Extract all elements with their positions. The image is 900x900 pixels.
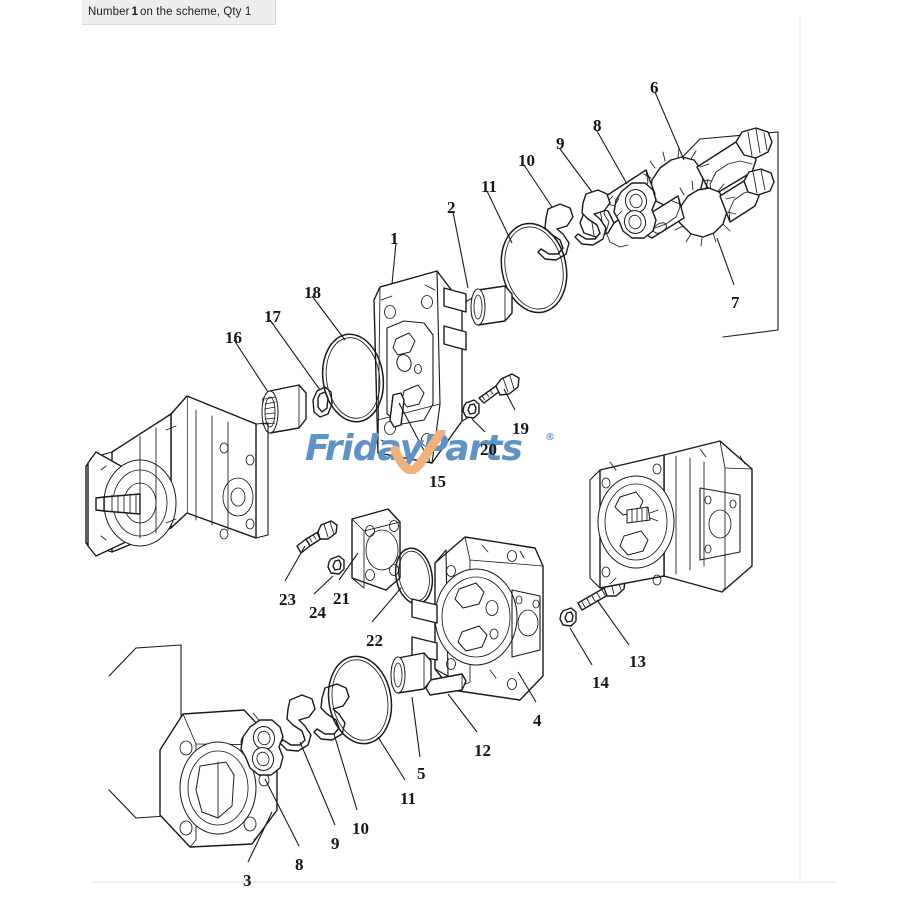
needle-bearing-16 [261,384,307,434]
bushing-5 [390,652,432,694]
washer-14 [559,607,577,627]
part-label-dowel-pin-upper: 15 [429,472,446,491]
flange-bolt-23 [296,520,338,554]
part-label-flange-bolt: 23 [279,590,296,609]
port-flange-21 [351,508,401,591]
tooltip-number: 1 [131,6,139,18]
part-label-dowel-pin: 2 [447,198,456,217]
bolt-19 [478,373,520,404]
part-label-port-flange: 21 [333,589,350,608]
part-label-o-ring: 11 [481,177,498,196]
part-label-seal-backup-ring-lower: 9 [331,834,340,853]
dowel-pin-12 [425,673,467,696]
part-label-o-ring-large: 18 [304,283,321,302]
part-label-washer-upper: 20 [480,440,497,459]
part-label-driven-gear-shaft: 7 [731,293,740,312]
part-label-bolt-lower: 13 [629,652,646,671]
scheme-number-tooltip: Number 1 on the scheme, Qty 1 [82,0,276,25]
o-ring-11-lower [327,655,393,745]
figure-eight-plate [613,182,657,239]
part-label-seal-ring-lower: 10 [352,819,369,838]
flange-washer-24 [327,555,345,575]
pump-assembly-left [85,395,269,557]
part-label-drive-gear-shaft: 6 [650,78,659,97]
part-label-dowel-pin-lower: 12 [474,741,491,760]
part-label-flange-washer: 24 [309,603,326,622]
part-label-seal-ring: 10 [518,151,535,170]
part-label-o-ring-lower: 11 [400,789,417,808]
leader-lines [233,91,735,863]
part-label-seal-backup-ring: 9 [556,134,565,153]
pump-housing-4 [411,536,544,701]
washer-20 [462,399,480,419]
pump-assembly-right [589,440,753,593]
part-label-figure-eight-plate-lower: 8 [295,855,304,874]
cover-plate-1 [373,270,473,464]
part-label-snap-ring: 17 [264,307,281,326]
o-ring-11 [500,222,568,314]
seal-ring-9 [574,189,611,246]
tooltip-prefix: Number [88,6,130,18]
tooltip-suffix: on the scheme, Qty 1 [140,6,252,18]
part-label-pump-housing: 4 [533,711,542,730]
part-label-bushing: 5 [417,764,426,783]
part-label-end-flange: 3 [243,871,252,890]
seal-ring-9-lower [279,694,316,752]
part-label-washer-lower: 14 [592,673,609,692]
dowel-pin-15 [389,392,405,428]
part-label-bolt-upper: 19 [512,419,529,438]
part-label-cover-plate: 1 [390,229,399,248]
bushing-2 [470,285,513,326]
driven-gear-shaft [641,168,775,247]
part-label-figure-eight-plate: 8 [593,116,602,135]
part-label-o-ring-port: 22 [366,631,383,650]
o-ring-18 [321,333,385,423]
figure-eight-plate-lower [240,719,284,776]
part-label-needle-bearing: 16 [225,328,242,347]
